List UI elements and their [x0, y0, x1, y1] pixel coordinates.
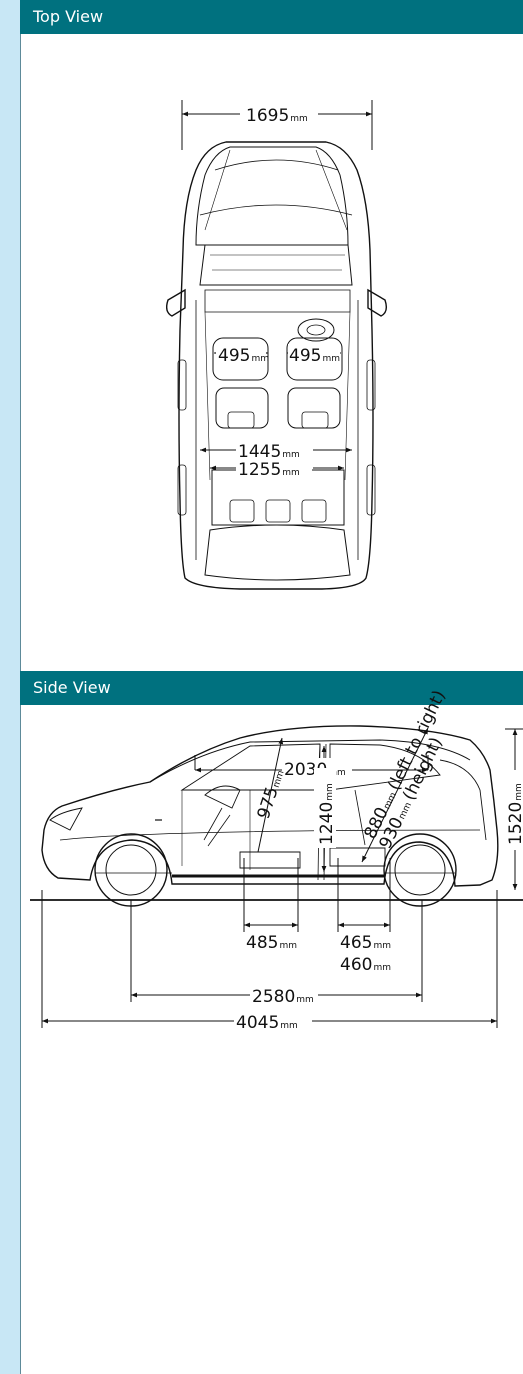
- label-rear-hip-width: 1255mm: [238, 460, 300, 480]
- dim-line-tailgate-diag: [361, 727, 429, 863]
- label-wheelbase: 2580mm: [252, 987, 314, 1007]
- label-overall-width: 1695mm: [246, 106, 308, 126]
- label-front-shoulder-width: 1445mm: [238, 442, 300, 462]
- section-header-side-view: Side View: [20, 671, 523, 705]
- label-front-seat-depth: 485mm: [246, 933, 297, 953]
- label-interior-height: 1240mm: [317, 783, 337, 845]
- label-rear-seat-depth-a: 465mm: [340, 933, 391, 953]
- car-top-view-drawing: [165, 141, 388, 590]
- label-rear-seat-depth-b: 460mm: [340, 955, 391, 975]
- label-seat-width-left: 495mm: [218, 346, 269, 366]
- label-overall-height: 1520mm: [506, 783, 523, 845]
- label-overall-length: 4045mm: [236, 1013, 298, 1033]
- section-header-top-view: Top View: [20, 0, 523, 34]
- label-seat-width-right: 495mm: [289, 346, 340, 366]
- dim-line-front-seat-height: [257, 737, 284, 853]
- label-front-seat-height: 975mm: [254, 767, 289, 822]
